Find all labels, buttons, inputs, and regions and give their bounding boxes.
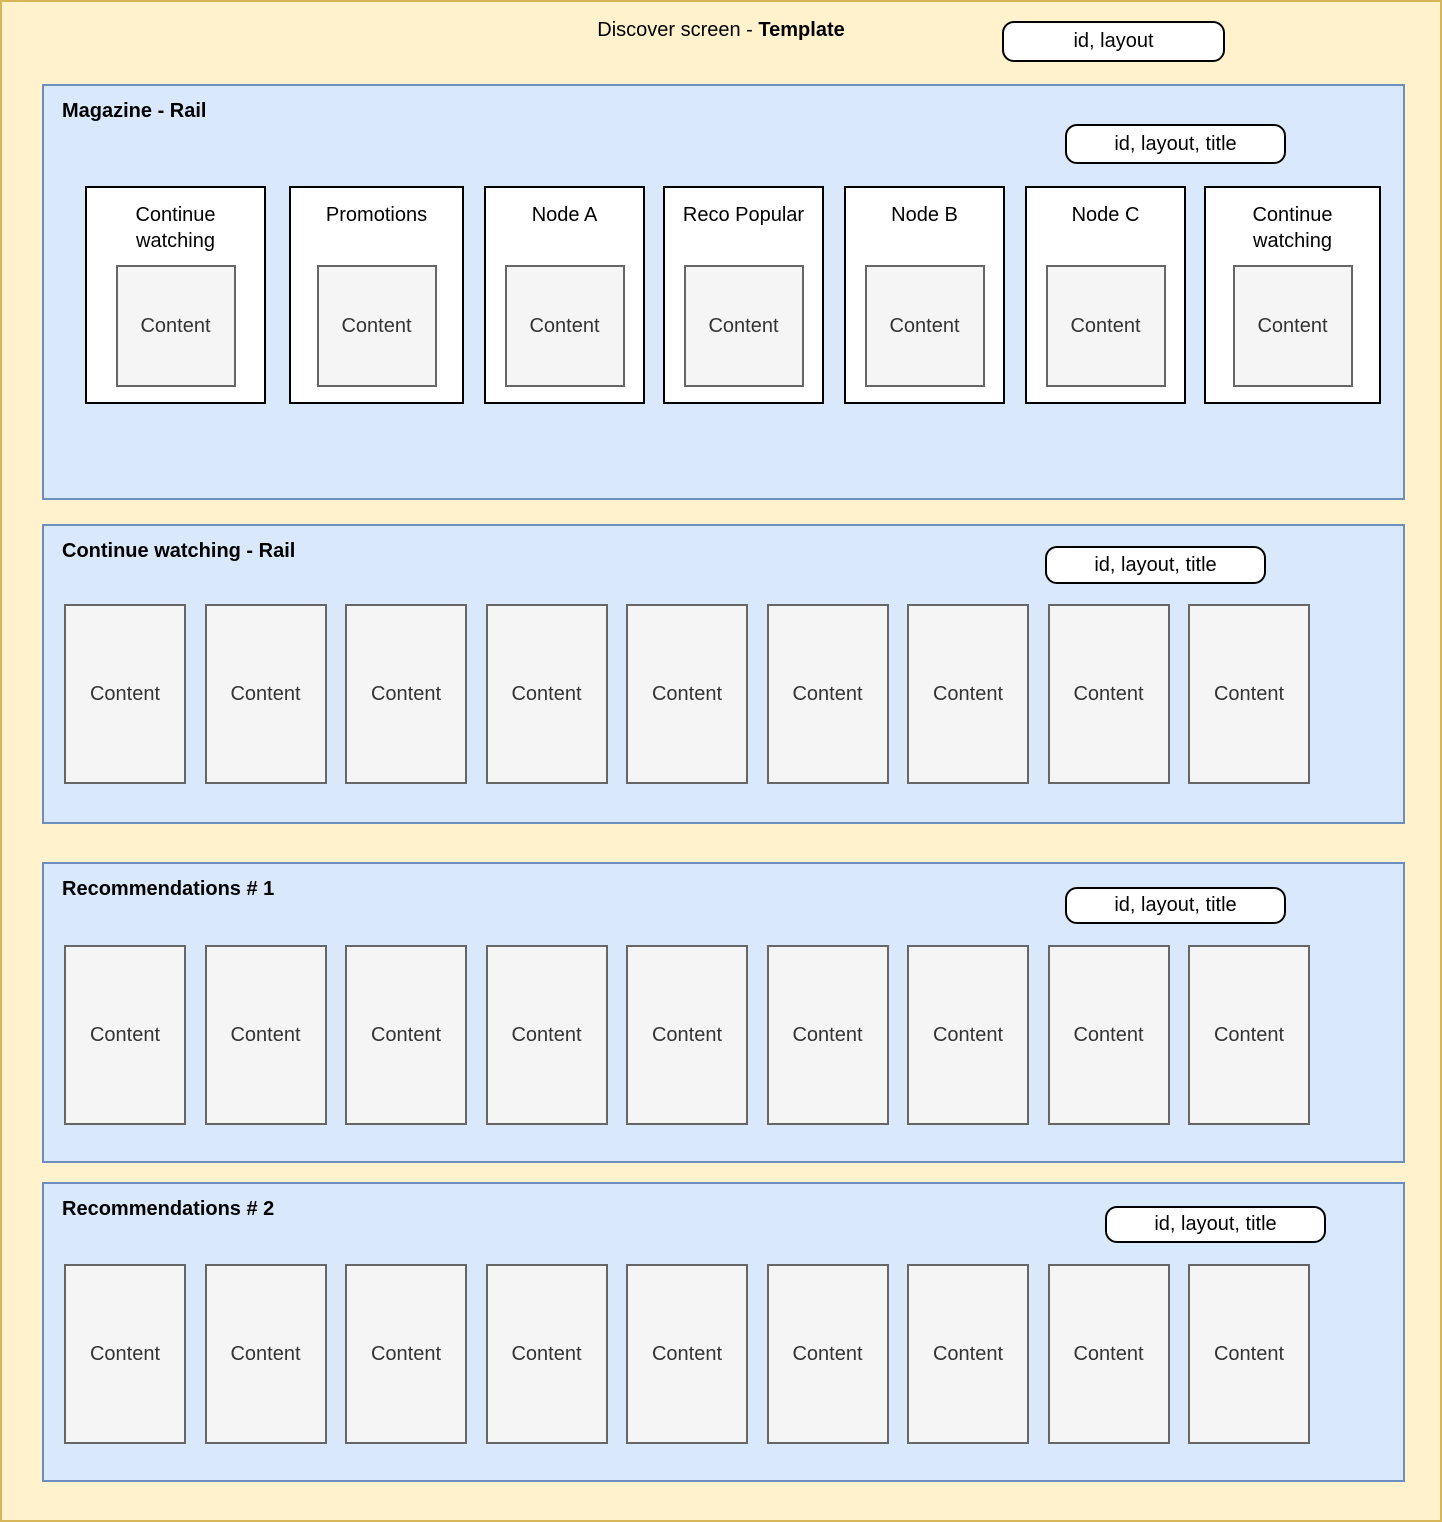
page-title-emphasis: Template [758, 19, 845, 41]
card-title: Continue watching [135, 204, 216, 252]
content-placeholder: Content [766, 945, 889, 1125]
rail-title: Continue watching - Rail [62, 540, 296, 562]
content-placeholder: Content [1188, 945, 1310, 1125]
page-title: Discover screen - Template [2, 18, 1440, 42]
content-placeholder: Content [626, 945, 748, 1125]
content-placeholder: Content [1188, 604, 1310, 784]
magazine-card-continue-watching: Continue watching Content [85, 186, 266, 404]
content-placeholder: Content [907, 1264, 1029, 1444]
content-placeholder: Content [64, 604, 186, 784]
content-placeholder: Content [1188, 1264, 1310, 1444]
content-placeholder: Content [115, 265, 236, 387]
content-placeholder: Content [626, 604, 748, 784]
magazine-card-node-a: Node A Content [484, 186, 645, 404]
magazine-card-reco-popular: Reco Popular Content [663, 186, 824, 404]
content-placeholder: Content [907, 945, 1029, 1125]
content-placeholder: Content [1047, 945, 1170, 1125]
rail-attributes-badge: id, layout, title [1065, 887, 1286, 924]
content-placeholder: Content [1047, 604, 1170, 784]
content-placeholder: Content [64, 945, 186, 1125]
content-placeholder: Content [864, 265, 985, 387]
magazine-card-node-b: Node B Content [844, 186, 1005, 404]
card-title: Node B [891, 204, 958, 226]
rail-attributes-badge: id, layout, title [1105, 1206, 1326, 1243]
card-title: Reco Popular [682, 204, 805, 226]
continue-watching-rail-section: Continue watching - Rail id, layout, tit… [42, 524, 1405, 824]
content-row: Content Content Content Content Content … [64, 604, 1310, 784]
content-placeholder: Content [1045, 265, 1166, 387]
content-placeholder: Content [204, 945, 327, 1125]
content-placeholder: Content [204, 604, 327, 784]
content-placeholder: Content [485, 604, 608, 784]
rail-title: Magazine - Rail [62, 100, 207, 122]
magazine-card-node-c: Node C Content [1025, 186, 1186, 404]
content-placeholder: Content [766, 1264, 889, 1444]
content-placeholder: Content [345, 604, 467, 784]
card-title: Node A [531, 204, 598, 226]
content-placeholder: Content [1047, 1264, 1170, 1444]
content-row: Content Content Content Content Content … [64, 945, 1310, 1125]
content-placeholder: Content [1232, 265, 1353, 387]
content-placeholder: Content [345, 945, 467, 1125]
content-placeholder: Content [485, 945, 608, 1125]
magazine-card-continue-watching-2: Continue watching Content [1204, 186, 1381, 404]
content-placeholder: Content [766, 604, 889, 784]
content-placeholder: Content [485, 1264, 608, 1444]
rail-title: Recommendations # 1 [62, 878, 275, 900]
content-placeholder: Content [345, 1264, 467, 1444]
magazine-card-promotions: Promotions Content [289, 186, 464, 404]
screen-attributes-badge: id, layout [1002, 21, 1225, 62]
recommendations-1-section: Recommendations # 1 id, layout, title Co… [42, 862, 1405, 1163]
content-placeholder: Content [683, 265, 804, 387]
content-placeholder: Content [626, 1264, 748, 1444]
content-placeholder: Content [316, 265, 437, 387]
rail-attributes-badge: id, layout, title [1045, 546, 1266, 584]
recommendations-2-section: Recommendations # 2 id, layout, title Co… [42, 1182, 1405, 1482]
page-title-prefix: Discover screen - [597, 19, 759, 41]
content-row: Content Content Content Content Content … [64, 1264, 1310, 1444]
card-title: Node C [1071, 204, 1140, 226]
magazine-rail-section: Magazine - Rail id, layout, title Contin… [42, 84, 1405, 500]
rail-attributes-badge: id, layout, title [1065, 124, 1286, 164]
content-placeholder: Content [504, 265, 625, 387]
card-title: Promotions [325, 204, 428, 226]
content-placeholder: Content [907, 604, 1029, 784]
rail-title: Recommendations # 2 [62, 1198, 275, 1220]
content-placeholder: Content [204, 1264, 327, 1444]
content-placeholder: Content [64, 1264, 186, 1444]
card-title: Continue watching [1252, 204, 1333, 252]
